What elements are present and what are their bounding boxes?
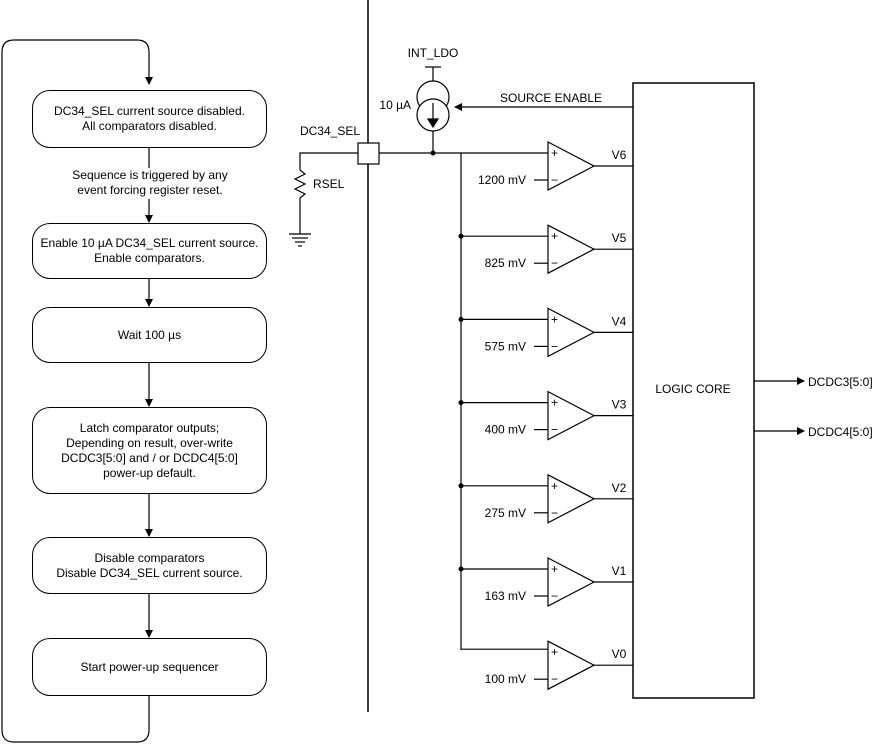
rsel-label: RSEL (313, 177, 345, 191)
comparator-output-label: V6 (612, 148, 627, 162)
minus-sign: − (551, 506, 558, 520)
int-ldo-label: INT_LDO (408, 46, 459, 60)
minus-sign: − (551, 672, 558, 686)
logic-core-label: LOGIC CORE (655, 382, 730, 396)
step-start-sequencer: Start power-up sequencer (32, 638, 267, 696)
comparator-icon (547, 224, 596, 275)
comparator-ref-label: 825 mV (485, 256, 526, 270)
minus-sign: − (551, 589, 558, 603)
current-label: 10 µA (379, 98, 411, 112)
trigger-note: Sequence is triggered by any event forci… (72, 168, 228, 197)
current-source-icon (416, 66, 450, 153)
comparator-icon (547, 640, 596, 691)
step-enable-source: Enable 10 µA DC34_SEL current source.Ena… (32, 223, 267, 279)
output-label-dcdc4: DCDC4[5:0] (808, 425, 873, 439)
bus-node-dot (458, 483, 464, 489)
plus-sign: + (551, 562, 558, 576)
comparator-output-label: V1 (612, 564, 627, 578)
plus-sign: + (551, 312, 558, 326)
pin-label: DC34_SEL (300, 124, 360, 138)
comparator-icon (547, 390, 596, 441)
comparator-group: + − V6 1200 mV + − V5 825 mV + − V4 575 mV + − V3 400 m… (458, 141, 633, 691)
step-latch-outputs: Latch comparator outputs; Depending on r… (32, 407, 267, 494)
step-sources-disabled: DC34_SEL current source disabled.All com… (32, 90, 267, 148)
comparator-ref-label: 163 mV (485, 589, 526, 603)
comparator-ref-label: 400 mV (485, 423, 526, 437)
bus-node-dot (458, 233, 464, 239)
comparator-ref-label: 575 mV (485, 339, 526, 353)
minus-sign: − (551, 339, 558, 353)
plus-sign: + (551, 146, 558, 160)
dc34-sel-pin (357, 142, 380, 165)
comparator-output-label: V5 (612, 231, 627, 245)
source-enable-label: SOURCE ENABLE (500, 91, 602, 105)
comparator-output-label: V3 (612, 398, 627, 412)
minus-sign: − (551, 423, 558, 437)
comparator-output-label: V4 (612, 314, 627, 328)
minus-sign: − (551, 173, 558, 187)
minus-sign: − (551, 256, 558, 270)
plus-sign: + (551, 645, 558, 659)
logic-core-block (632, 82, 755, 699)
rsel-resistor-icon (293, 152, 358, 234)
loop-back-line (1, 39, 153, 743)
comparator-icon (547, 473, 596, 524)
step-wait: Wait 100 µs (32, 307, 267, 363)
comparator-ref-label: 100 mV (485, 672, 526, 686)
plus-sign: + (551, 396, 558, 410)
output-label-dcdc3: DCDC3[5:0] (808, 375, 873, 389)
bus-node-dot (458, 566, 464, 572)
plus-sign: + (551, 229, 558, 243)
bus-node-dot (458, 316, 464, 322)
comparator-icon (547, 307, 596, 358)
ground-icon (289, 233, 311, 247)
plus-sign: + (551, 479, 558, 493)
comparator-ref-label: 275 mV (485, 506, 526, 520)
comparator-icon (547, 141, 596, 191)
bus-node-dot (458, 400, 464, 406)
comparator-output-label: V2 (612, 481, 627, 495)
comparator-icon (547, 557, 596, 607)
comparator-ref-label: 1200 mV (478, 173, 526, 187)
comparator-output-label: V0 (612, 647, 627, 661)
